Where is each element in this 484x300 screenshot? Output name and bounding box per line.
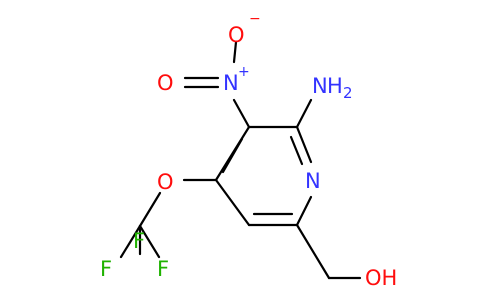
fluorine-right-label: F <box>157 257 169 281</box>
nitro-o-top-label: O <box>228 23 245 47</box>
fluorine-left-label: F <box>100 257 112 281</box>
bond-n1-c2-inner <box>289 135 304 166</box>
ring-n-label: N <box>305 169 321 193</box>
bond-nitro-o-top <box>232 40 238 64</box>
amino-subscript: 2 <box>343 84 353 102</box>
bond-cf3-f-right <box>138 224 161 259</box>
bond-c2-amino <box>295 98 313 129</box>
bond-c3-c4-inner <box>221 137 244 174</box>
nitro-minus-charge: − <box>249 11 261 27</box>
bond-n1-c2 <box>295 125 313 164</box>
nitro-plus-charge: + <box>238 64 250 80</box>
bond-c4-c5 <box>214 178 251 227</box>
amino-h-label: H <box>327 74 343 98</box>
ether-o-label: O <box>157 170 174 194</box>
bond-c6-ch2 <box>295 223 331 280</box>
fluorine-top-label: F <box>133 229 145 253</box>
amino-n-label: N <box>312 74 328 98</box>
bond-cf3-f-left <box>119 224 142 259</box>
nitro-o-left-label: O <box>157 71 174 95</box>
bond-ether-cf3 <box>138 191 162 228</box>
nitro-n-label: N <box>223 71 239 95</box>
bond-c3-nitro <box>232 98 251 129</box>
bond-c6-n1 <box>295 195 313 227</box>
hydroxyl-label: OH <box>365 266 397 290</box>
